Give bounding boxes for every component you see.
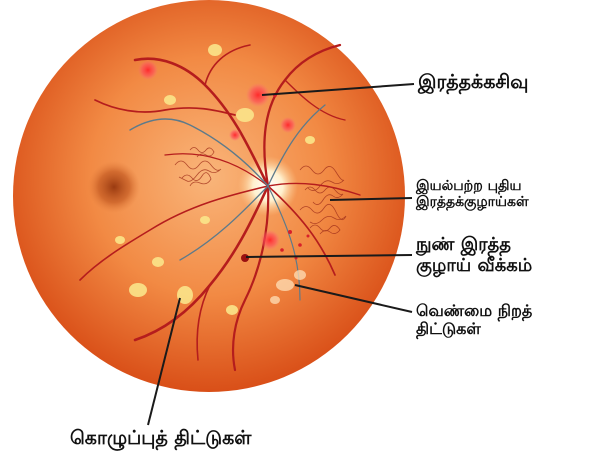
label-neovascularization: இயல்பற்ற புதிய இரத்தக்குழாய்கள்: [416, 178, 529, 210]
label-cotton-wool-spots-line-1: வெண்மை நிறத்: [416, 302, 532, 320]
label-hemorrhage: இரத்தக்கசிவு: [418, 72, 528, 94]
macula: [88, 161, 140, 213]
label-microaneurysm-line-1: நுண் இரத்த: [416, 235, 532, 256]
retina-fundus: [13, 0, 405, 392]
label-neovascularization-line-2: இரத்தக்குழாய்கள்: [416, 194, 529, 210]
label-cotton-wool-spots-line-2: திட்டுகள்: [416, 320, 532, 338]
label-cotton-wool-spots: வெண்மை நிறத் திட்டுகள்: [416, 302, 532, 339]
label-microaneurysm: நுண் இரத்த குழாய் வீக்கம்: [416, 235, 532, 276]
label-microaneurysm-line-2: குழாய் வீக்கம்: [416, 256, 532, 277]
label-hard-exudates: கொழுப்புத் திட்டுகள்: [70, 428, 251, 450]
label-neovascularization-line-1: இயல்பற்ற புதிய: [416, 178, 529, 194]
